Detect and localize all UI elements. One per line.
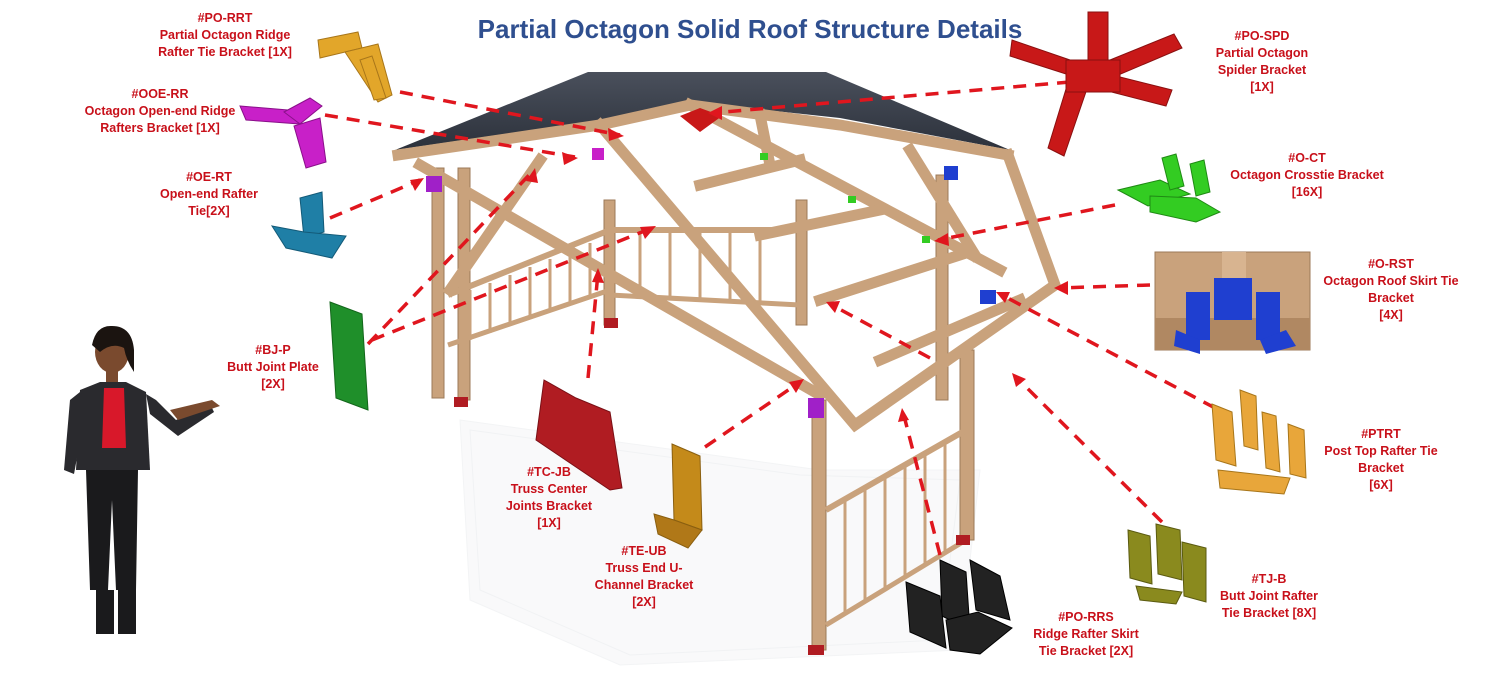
label-line: [2X]	[261, 377, 285, 391]
presenter-figure	[64, 325, 220, 634]
label-code: #TJ-B	[1251, 572, 1287, 586]
label-code: #PO-SPD	[1234, 29, 1290, 43]
label-po-rrs: #PO-RRS Ridge Rafter Skirt Tie Bracket […	[1022, 609, 1150, 660]
part-bj-p	[329, 301, 369, 411]
part-po-rrs	[905, 559, 1013, 655]
label-po-rrt: #PO-RRT Partial Octagon Ridge Rafter Tie…	[150, 10, 300, 61]
part-po-spd	[1009, 11, 1183, 157]
label-code: #PTRT	[1361, 427, 1401, 441]
label-code: #PO-RRT	[197, 11, 253, 25]
label-code: #O-RST	[1368, 257, 1414, 271]
label-tc-jb: #TC-JB Truss Center Joints Bracket [1X]	[488, 464, 610, 532]
part-te-ub	[653, 443, 703, 549]
arrow-heads	[410, 106, 1068, 422]
label-code: #TE-UB	[621, 544, 667, 558]
label-bj-p: #BJ-P Butt Joint Plate [2X]	[212, 342, 334, 393]
part-ptrt	[1211, 389, 1307, 495]
label-code: #O-CT	[1288, 151, 1326, 165]
page-title: Partial Octagon Solid Roof Structure Det…	[477, 14, 1023, 44]
label-line: Butt Joint Rafter	[1220, 589, 1318, 603]
label-line: Post Top Rafter Tie	[1324, 444, 1438, 458]
label-o-rst: #O-RST Octagon Roof Skirt Tie Bracket [4…	[1314, 256, 1468, 324]
part-ooe-rr	[239, 97, 327, 169]
label-code: #PO-RRS	[1058, 610, 1114, 624]
part-o-ct	[1116, 153, 1222, 223]
label-po-spd: #PO-SPD Partial Octagon Spider Bracket […	[1200, 28, 1324, 96]
label-ptrt: #PTRT Post Top Rafter Tie Bracket [6X]	[1306, 426, 1456, 494]
floor-reflection	[459, 419, 981, 666]
label-line: Open-end Rafter	[160, 187, 258, 201]
label-line: [1X]	[1250, 80, 1274, 94]
label-line: Partial Octagon Ridge	[159, 28, 291, 42]
label-line: Tie Bracket [2X]	[1038, 644, 1134, 658]
label-line: Truss End U-	[605, 561, 683, 575]
part-po-rrt	[317, 31, 393, 103]
label-line: [4X]	[1379, 308, 1403, 322]
label-line: Tie[2X]	[188, 204, 230, 218]
part-tj-b	[1127, 523, 1207, 605]
label-line: Spider Bracket	[1217, 63, 1307, 77]
label-line: [16X]	[1291, 185, 1323, 199]
label-tj-b: #TJ-B Butt Joint Rafter Tie Bracket [8X]	[1204, 571, 1334, 622]
label-line: [6X]	[1369, 478, 1393, 492]
label-ooe-rr: #OOE-RR Octagon Open-end Ridge Rafters B…	[70, 86, 250, 137]
label-line: Butt Joint Plate	[227, 360, 319, 374]
label-line: Channel Bracket	[594, 578, 694, 592]
label-line: Partial Octagon	[1215, 46, 1309, 60]
roof-frame	[391, 97, 1062, 433]
label-line: [2X]	[632, 595, 656, 609]
label-line: Rafters Bracket [1X]	[100, 121, 220, 135]
callout-arrows	[324, 80, 1216, 556]
label-line: Bracket	[1368, 291, 1414, 305]
label-line: Octagon Open-end Ridge	[84, 104, 236, 118]
label-line: Rafter Tie Bracket [1X]	[158, 45, 292, 59]
label-o-ct: #O-CT Octagon Crosstie Bracket [16X]	[1222, 150, 1392, 201]
roof	[395, 72, 1010, 150]
label-line: Octagon Roof Skirt Tie	[1323, 274, 1459, 288]
label-line: Truss Center	[510, 482, 588, 496]
label-oe-rt: #OE-RT Open-end Rafter Tie[2X]	[150, 169, 268, 220]
part-o-rst	[1154, 251, 1311, 354]
part-tc-jb	[535, 379, 623, 491]
label-code: #BJ-P	[255, 343, 291, 357]
label-line: Tie Bracket [8X]	[1221, 606, 1317, 620]
label-line: Octagon Crosstie Bracket	[1230, 168, 1384, 182]
label-line: Bracket	[1358, 461, 1404, 475]
label-code: #OOE-RR	[131, 87, 189, 101]
label-te-ub: #TE-UB Truss End U- Channel Bracket [2X]	[582, 543, 706, 611]
part-oe-rt	[270, 191, 347, 259]
label-code: #TC-JB	[527, 465, 571, 479]
label-line: Ridge Rafter Skirt	[1033, 627, 1139, 641]
label-line: Joints Bracket	[505, 499, 593, 513]
label-code: #OE-RT	[186, 170, 232, 184]
label-line: [1X]	[537, 516, 561, 530]
